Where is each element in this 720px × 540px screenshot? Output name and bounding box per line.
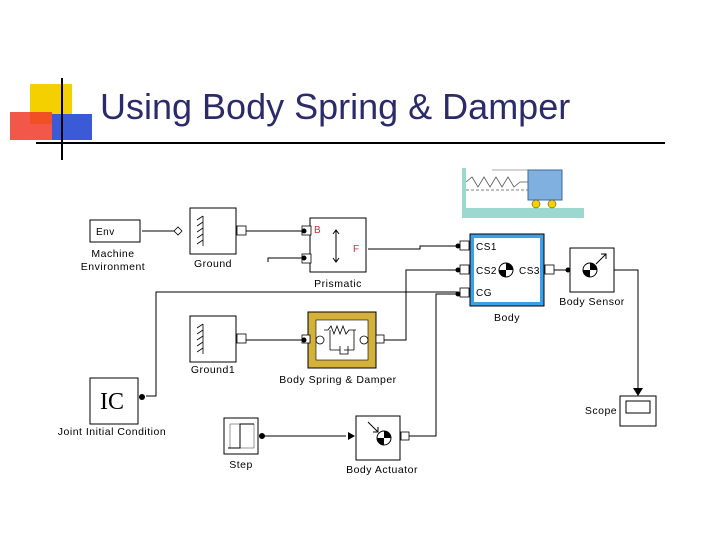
line-ic-cg — [146, 291, 458, 397]
prismatic-box[interactable] — [309, 217, 367, 273]
logo-red-square — [10, 112, 52, 140]
prismatic-block[interactable]: B F Prismatic — [301, 217, 367, 290]
joint-ic-box[interactable] — [89, 377, 139, 425]
body-actuator-block[interactable]: Body Actuator — [346, 415, 418, 476]
ground1-block[interactable]: Ground1 — [189, 315, 247, 376]
body-cg-icon — [498, 262, 514, 278]
joint-ic-label: Joint Initial Condition — [58, 426, 166, 438]
prismatic-port-b: B — [314, 225, 321, 236]
body-cs3-text: CS3 — [519, 266, 540, 277]
env-port — [173, 226, 183, 236]
body-cs1-text: CS1 — [476, 242, 497, 253]
prismatic-port-f: F — [353, 244, 360, 255]
spring-damper-label: Body Spring & Damper — [279, 374, 396, 386]
actuator-port — [400, 431, 410, 441]
illustration-spring — [465, 176, 528, 188]
actuator-icon — [367, 421, 392, 446]
ground1-box[interactable] — [189, 315, 237, 363]
illustration-wheel-left — [531, 199, 541, 209]
step-label: Step — [229, 459, 253, 471]
illustration-wall — [462, 168, 466, 218]
line-prismatic-body — [368, 245, 458, 250]
env-label-line2: Environment — [81, 261, 145, 273]
joint-ic-block[interactable]: IC Joint Initial Condition — [58, 377, 166, 438]
spring-damper-icon — [315, 324, 369, 355]
ground-block[interactable]: Ground — [189, 207, 247, 270]
body-port-cs2 — [459, 264, 470, 275]
ground1-port — [236, 333, 247, 344]
prismatic-arrow-down — [332, 257, 340, 263]
scope-label: Scope — [585, 405, 617, 417]
sensor-icon — [582, 253, 607, 278]
illustration-floor — [462, 208, 584, 218]
scope-block[interactable]: Scope — [585, 388, 657, 427]
step-block[interactable]: Step — [223, 417, 265, 471]
slide-title: Using Body Spring & Damper — [100, 86, 571, 127]
step-icon-frame — [229, 423, 255, 449]
step-box[interactable] — [223, 417, 259, 455]
machine-environment-block[interactable]: Env Machine Environment — [81, 219, 183, 273]
body-block[interactable]: CS1 CS2 CS3 CG Body — [459, 233, 555, 324]
env-label-line1: Machine — [91, 248, 134, 260]
ground-label: Ground — [194, 258, 232, 270]
spring-damper-block[interactable]: Body Spring & Damper — [279, 311, 396, 386]
body-port-cs3 — [544, 264, 555, 275]
body-cs2-text: CS2 — [476, 266, 497, 277]
ground1-hatch-icon — [196, 323, 204, 354]
spring-damper-inner — [315, 319, 369, 361]
illustration-wheel-right — [547, 199, 557, 209]
joint-ic-text: IC — [100, 389, 124, 415]
junction-dots — [301, 228, 571, 343]
body-actuator-label: Body Actuator — [346, 464, 418, 476]
body-label: Body — [494, 312, 520, 324]
ground1-label: Ground1 — [191, 364, 235, 376]
scope-screen-icon — [625, 400, 651, 414]
body-port-cs1 — [459, 240, 470, 251]
ground-box[interactable] — [189, 207, 237, 255]
step-port — [259, 433, 265, 439]
logo-blue-square — [52, 114, 92, 140]
actuator-input-arrow — [348, 432, 355, 440]
line-prismatic-feedback — [267, 257, 300, 262]
spring-port-right — [375, 334, 385, 344]
signal-lines — [142, 230, 639, 437]
body-sensor-label: Body Sensor — [559, 296, 625, 308]
illustration-cart — [527, 169, 563, 201]
env-text: Env — [96, 227, 115, 238]
line-spring-cs2 — [380, 269, 458, 341]
joint-ic-port — [139, 394, 145, 400]
cart-illustration — [462, 168, 584, 218]
scope-input-arrow — [633, 388, 643, 396]
prismatic-arrow-up — [332, 229, 340, 235]
ground-hatch-icon — [196, 215, 204, 246]
line-sensor-scope — [614, 269, 639, 390]
corner-logo — [10, 78, 665, 160]
line-actuator-body — [408, 293, 458, 437]
prismatic-label: Prismatic — [314, 278, 362, 290]
env-box[interactable] — [89, 219, 141, 243]
body-port-cg — [459, 287, 470, 298]
ground-port — [236, 225, 247, 236]
body-cg-text: CG — [476, 288, 492, 299]
body-sensor-block[interactable]: Body Sensor — [559, 247, 625, 308]
